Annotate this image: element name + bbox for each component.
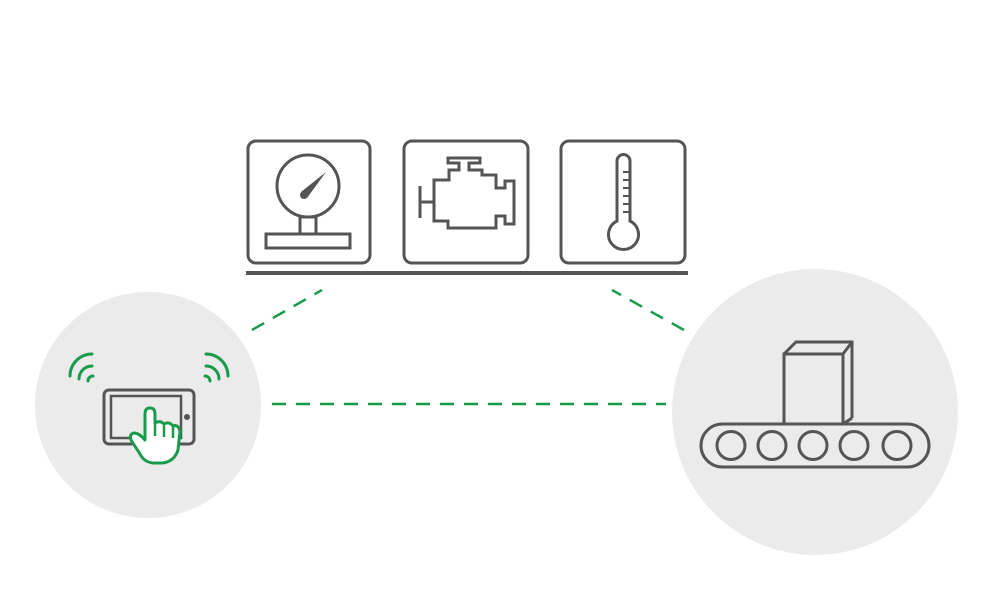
- tablet-node-circle: [35, 292, 261, 518]
- thermometer-icon: [559, 139, 687, 265]
- connector-machine-to-sensors: [611, 288, 685, 332]
- engine-icon: [402, 139, 530, 265]
- tablet-touch-icon: [102, 388, 196, 465]
- connector-tablet-to-sensors: [251, 288, 323, 332]
- wireless-signal-icon: [68, 352, 230, 383]
- conveyor-belt-icon: [699, 340, 931, 469]
- pressure-gauge-icon: [246, 139, 372, 265]
- machine-node-circle: [672, 269, 958, 555]
